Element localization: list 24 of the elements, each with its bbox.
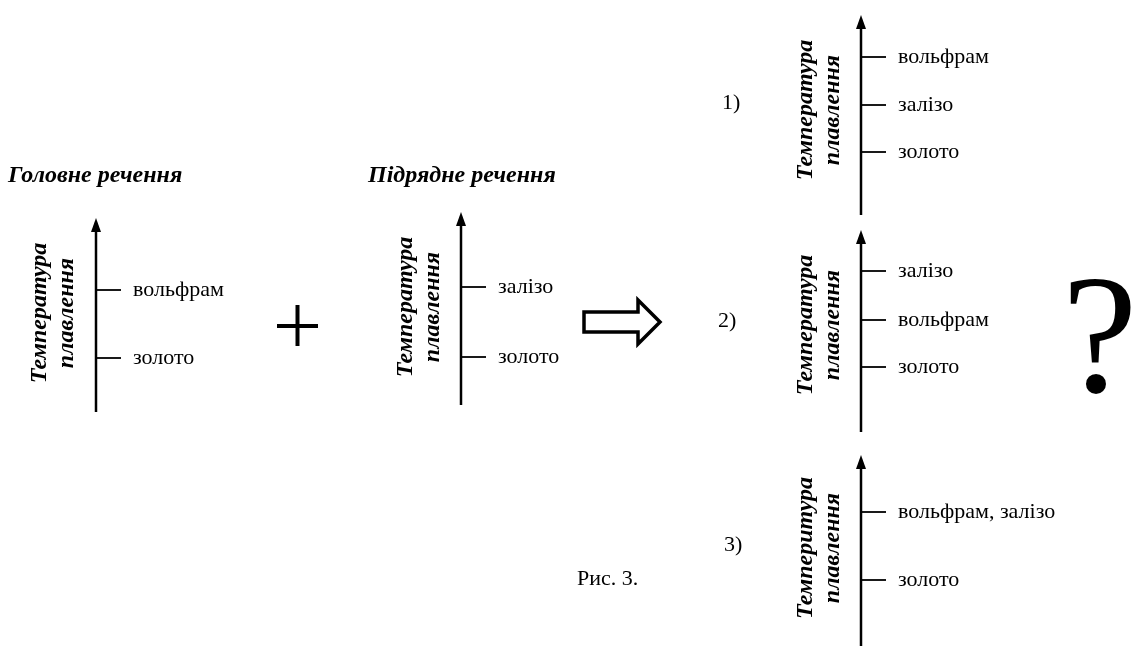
tick-label: золото bbox=[898, 566, 960, 592]
tick-label: золото bbox=[898, 353, 960, 379]
tick-label: золото bbox=[498, 343, 560, 369]
axis-title: Температура плавлення bbox=[791, 253, 845, 398]
axis-title: Температура плавлення bbox=[391, 235, 445, 380]
tick-label: вольфрам bbox=[898, 43, 989, 69]
heading: Головне речення bbox=[8, 160, 183, 188]
tick-label: вольфрам, залізо bbox=[898, 498, 1056, 524]
axis-title: Температура плавлення bbox=[791, 38, 845, 183]
axis-title: Температура плавлення bbox=[25, 241, 79, 386]
option-number: 3) bbox=[724, 531, 743, 557]
tick-label: вольфрам bbox=[133, 276, 224, 302]
tick-label: вольфрам bbox=[898, 306, 989, 332]
tick-label: залізо bbox=[898, 257, 954, 283]
option-number: 1) bbox=[722, 89, 741, 115]
heading: Підрядне речення bbox=[368, 160, 556, 188]
caption: Рис. 3. bbox=[577, 565, 639, 591]
question-mark: ? bbox=[1062, 245, 1138, 425]
tick-label: залізо bbox=[498, 273, 554, 299]
option-number: 2) bbox=[718, 307, 737, 333]
tick-label: золото bbox=[133, 344, 195, 370]
tick-label: золото bbox=[898, 138, 960, 164]
tick-label: залізо bbox=[898, 91, 954, 117]
axis-title: Темперитура плавлення bbox=[791, 476, 845, 622]
